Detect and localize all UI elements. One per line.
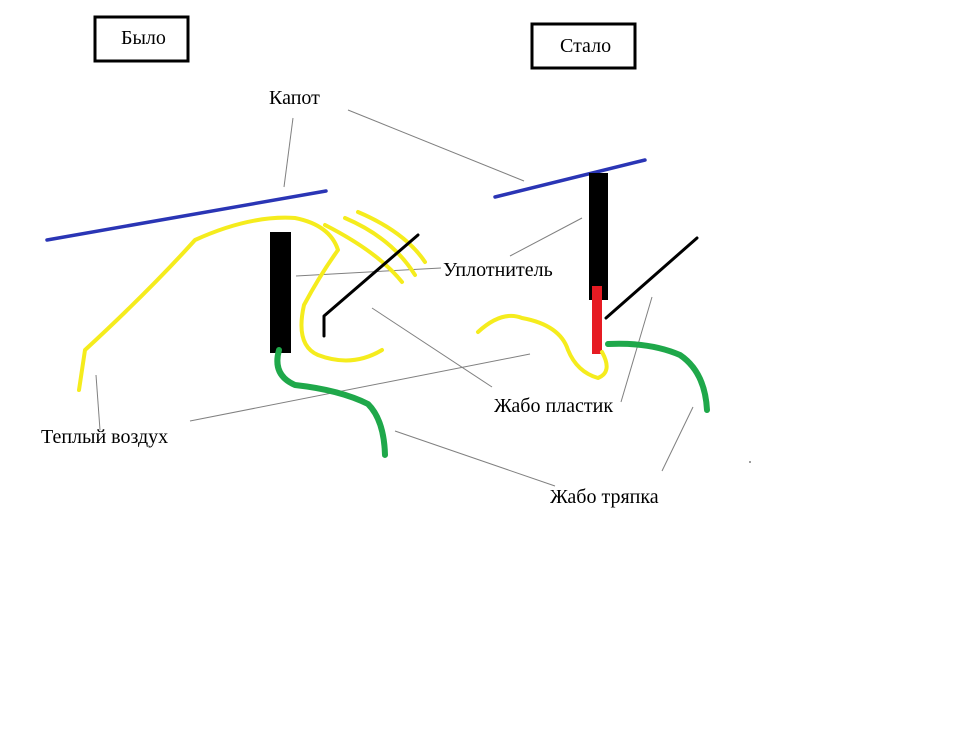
leader-lines xyxy=(95,109,694,487)
leader-jabot-plastic-after xyxy=(620,296,653,403)
leader-seal-after xyxy=(509,217,583,257)
seal-before xyxy=(270,232,291,353)
assembly-after xyxy=(476,158,751,463)
seal-after xyxy=(589,173,608,300)
leader-warm-air-right xyxy=(189,353,531,422)
warm-air-stream-4 xyxy=(356,210,427,264)
warm-air-flow-before xyxy=(77,210,427,392)
hood-after xyxy=(493,158,647,199)
leader-warm-air-left xyxy=(95,374,101,431)
jabot-plastic-after xyxy=(604,236,699,320)
heading-before-text: Было xyxy=(121,27,166,49)
heading-after: Стало xyxy=(530,22,637,70)
warm-air-stream-2 xyxy=(323,223,404,284)
label-hood: Капот xyxy=(269,87,320,109)
leader-seal-before xyxy=(295,267,442,277)
heading-after-text: Стало xyxy=(560,35,611,57)
leader-hood-after xyxy=(347,109,525,182)
stray-dot xyxy=(749,461,751,463)
label-seal: Уплотнитель xyxy=(443,259,553,281)
leader-jabot-cloth-before xyxy=(394,430,556,487)
hood-before xyxy=(45,189,328,242)
leader-jabot-plastic-before xyxy=(371,307,493,388)
assembly-before xyxy=(45,189,427,458)
label-warm-air: Теплый воздух xyxy=(41,426,168,448)
jabot-plastic-before xyxy=(322,233,420,338)
warm-air-stream-main xyxy=(77,215,384,392)
added-seal xyxy=(592,286,602,354)
jabot-cloth-after xyxy=(605,340,710,413)
heading-before: Было xyxy=(93,15,190,63)
warm-air-stream-3 xyxy=(343,216,417,277)
warm-air-flow-after xyxy=(476,313,609,380)
label-jabot-plastic: Жабо пластик xyxy=(494,395,613,417)
heading-before-box xyxy=(93,15,190,63)
heading-after-box xyxy=(530,22,637,70)
leader-hood-before xyxy=(283,117,294,188)
leader-jabot-cloth-after xyxy=(661,406,694,472)
jabot-cloth-before xyxy=(274,347,388,458)
label-jabot-cloth: Жабо тряпка xyxy=(550,486,659,508)
